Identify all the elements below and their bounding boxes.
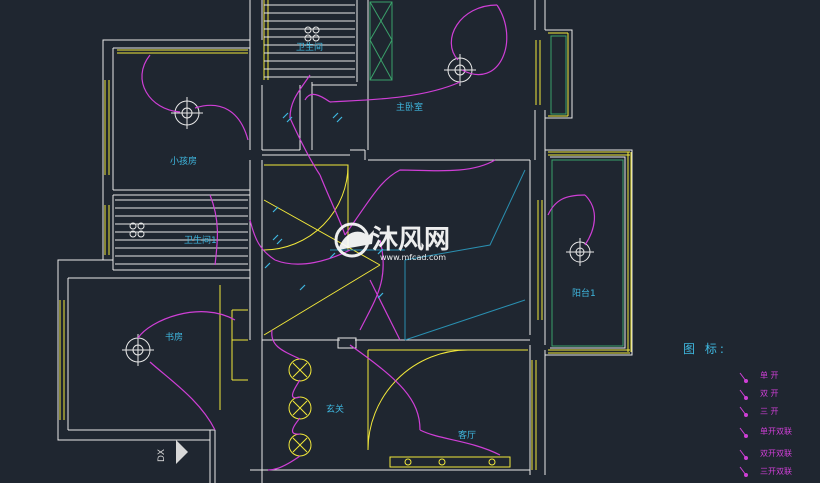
watermark-logo-icon bbox=[334, 222, 374, 258]
door-swings bbox=[219, 164, 528, 451]
legend-item-5: 三开双联 bbox=[760, 467, 792, 476]
legend-triple-dual-icon bbox=[739, 466, 748, 477]
legend-triple-switch-icon bbox=[739, 406, 748, 417]
legend-double-switch-icon bbox=[739, 389, 748, 400]
legend-double-dual-icon bbox=[739, 449, 748, 460]
wiring bbox=[137, 4, 595, 471]
windows bbox=[59, 0, 632, 470]
watermark-url: www.mfcad.com bbox=[380, 253, 446, 262]
bathroom-1-tiles bbox=[115, 199, 248, 265]
legend-item-3: 单开双联 bbox=[760, 426, 792, 436]
ceiling-lights bbox=[122, 26, 594, 366]
switches bbox=[264, 112, 384, 299]
label-study: 书房 bbox=[165, 331, 183, 343]
label-living-room: 客厅 bbox=[458, 429, 476, 441]
legend-item-1: 双 开 bbox=[760, 389, 779, 398]
legend-title: 图 标: bbox=[683, 342, 727, 356]
svg-text:DX: DX bbox=[157, 449, 167, 462]
label-bathroom-top: 卫生间 bbox=[296, 41, 323, 53]
legend-item-0: 单 开 bbox=[760, 370, 779, 380]
entrance-marker: DX bbox=[157, 440, 188, 464]
watermark: 沐风网 www.mfcad.com bbox=[334, 222, 450, 262]
bathroom-top-tiles bbox=[264, 4, 355, 78]
walls bbox=[57, 0, 633, 483]
legend-single-dual-icon bbox=[739, 427, 748, 438]
living-room-lights bbox=[389, 456, 511, 468]
bath-top-light-icon bbox=[304, 26, 320, 42]
light-master-icon bbox=[444, 54, 476, 86]
legend-single-switch-icon bbox=[739, 372, 748, 383]
legend: 图 标: 单 开 双 开 三 开 单开双联 双开双联 三开双联 bbox=[683, 342, 792, 477]
label-balcony-1: 阳台1 bbox=[572, 287, 596, 299]
label-bathroom-1: 卫生间1 bbox=[184, 234, 217, 246]
light-kids-icon bbox=[171, 97, 203, 129]
legend-item-4: 双开双联 bbox=[760, 449, 792, 458]
label-master-bedroom: 主卧室 bbox=[396, 101, 423, 113]
label-kids-room: 小孩房 bbox=[170, 155, 197, 167]
legend-item-2: 三 开 bbox=[760, 407, 779, 416]
light-study-icon bbox=[122, 334, 154, 366]
distribution-box bbox=[337, 337, 357, 349]
watermark-title: 沐风网 bbox=[372, 225, 450, 255]
foyer-lights bbox=[288, 358, 312, 457]
light-balcony-icon bbox=[566, 238, 594, 266]
label-foyer: 玄关 bbox=[326, 403, 344, 415]
bath-1-light-icon bbox=[129, 222, 145, 238]
